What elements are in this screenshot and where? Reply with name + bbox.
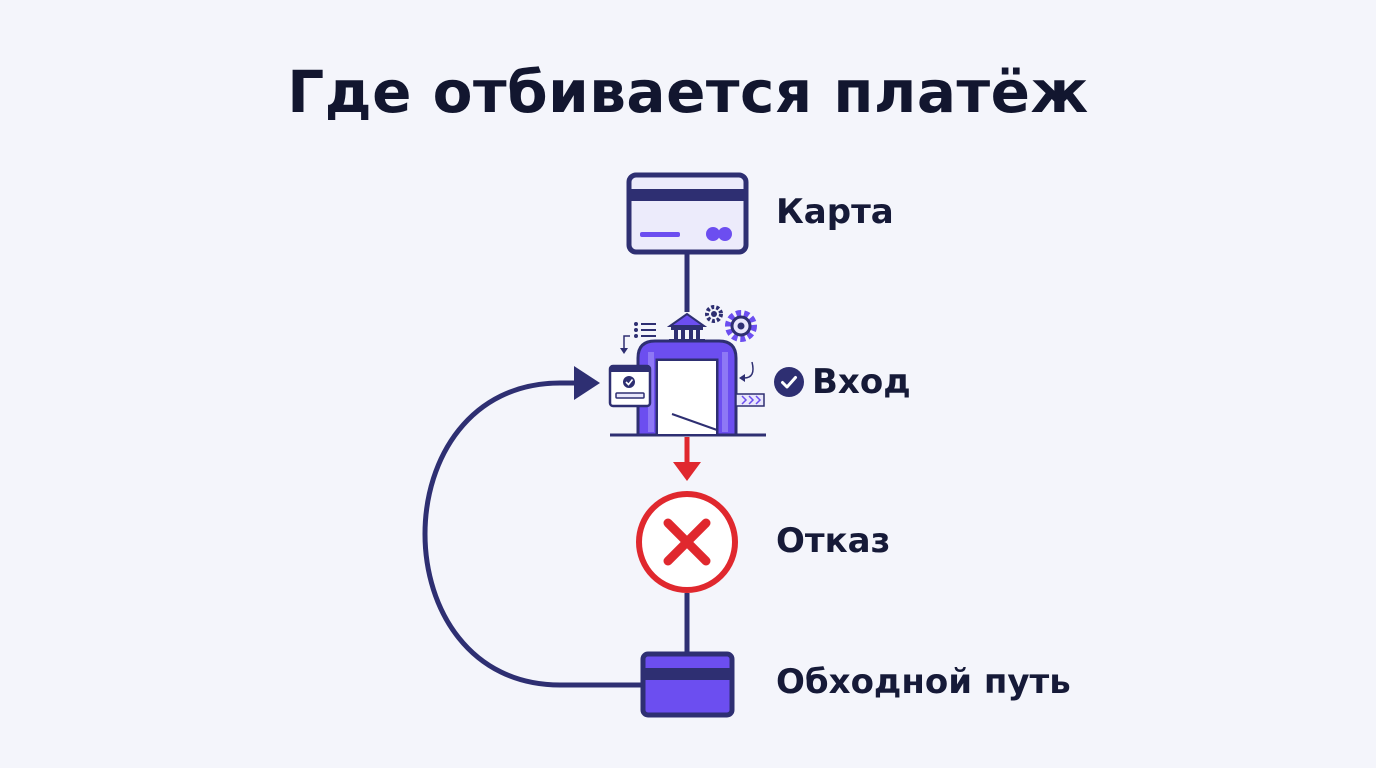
check-circle-icon — [774, 367, 804, 397]
cross-circle-icon — [636, 491, 738, 593]
step-label-card: Карта — [776, 192, 894, 232]
loop-back-arrow — [422, 366, 643, 688]
red-down-arrow — [673, 437, 701, 481]
step-label-entry-wrap: Вход — [774, 362, 911, 402]
alternate-card-icon — [640, 651, 735, 718]
bank-gateway-icon — [608, 305, 766, 437]
chevron-track-icon — [735, 393, 765, 407]
small-gear-icon — [705, 305, 723, 323]
credit-card-icon — [626, 172, 749, 255]
verified-document-icon — [608, 364, 652, 408]
step-label-workaround: Обходной путь — [776, 662, 1071, 702]
gear-icon — [725, 310, 757, 342]
step-label-refusal: Отказ — [776, 521, 891, 561]
step-label-entry: Вход — [812, 362, 911, 402]
list-icon — [620, 322, 656, 354]
page-title: Где отбивается платёж — [287, 58, 1089, 126]
